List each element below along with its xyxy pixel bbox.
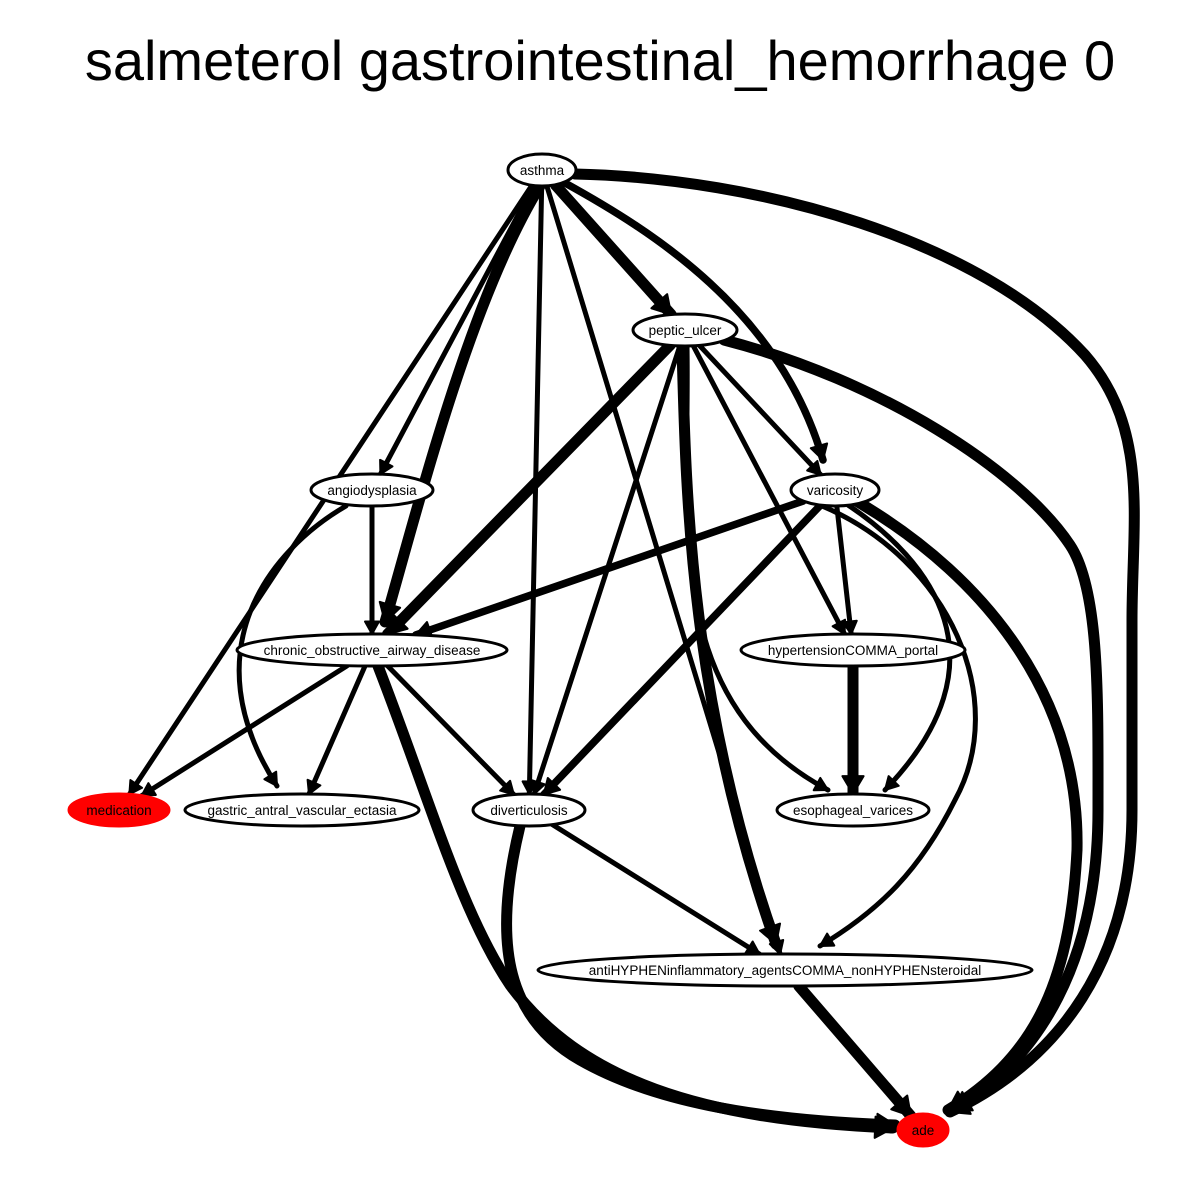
edge-peptic_ulcer-to-esoph	[684, 343, 831, 793]
edge-nsaid-to-ade	[793, 980, 917, 1122]
arrowhead-asthma-to-medication	[128, 779, 144, 796]
node-shape-ade	[896, 1112, 950, 1148]
arrowhead-varicosity-to-ade	[947, 1090, 970, 1111]
node-asthma: asthma	[506, 152, 578, 188]
edge-diverticulosis-to-ade	[501, 820, 901, 1131]
arrowhead-peptic_ulcer-to-esoph	[812, 776, 829, 792]
edge-asthma-to-copd	[379, 180, 546, 628]
node-shape-asthma	[506, 152, 578, 188]
edges-layer	[126, 168, 1140, 1139]
node-label-ade: ade	[912, 1123, 935, 1138]
arrowhead-diverticulosis-to-ade	[875, 1112, 896, 1136]
node-medication: medication	[67, 792, 171, 828]
arrowhead-copd-to-gave	[306, 778, 322, 796]
arrowhead-peptic_ulcer-to-nsaid	[759, 922, 782, 945]
edge-copd-to-medication	[139, 663, 350, 799]
node-shape-copd	[235, 632, 509, 668]
arrowhead-peptic_ulcer-to-portal	[831, 618, 847, 636]
node-esoph: esophageal_varices	[775, 792, 931, 828]
node-peptic_ulcer: peptic_ulcer	[631, 312, 739, 348]
edge-peptic_ulcer-to-portal	[690, 343, 848, 637]
node-gave: gastric_antral_vascular_ectasia	[183, 792, 421, 828]
edge-varicosity-to-diverticulosis	[540, 501, 825, 799]
node-portal: hypertensionCOMMA_portal	[739, 632, 967, 668]
node-label-angiodysplasia: angiodysplasia	[327, 483, 417, 498]
node-varicosity: varicosity	[789, 472, 881, 508]
arrowhead-peptic_ulcer-to-copd	[386, 612, 409, 636]
node-label-copd: chronic_obstructive_airway_disease	[264, 643, 481, 658]
edge-varicosity-to-esoph	[845, 502, 953, 793]
arrowhead-varicosity-to-diverticulosis	[542, 777, 562, 796]
node-label-esoph: esophageal_varices	[793, 803, 913, 818]
node-shape-nsaid	[536, 952, 1034, 988]
node-label-gave: gastric_antral_vascular_ectasia	[207, 803, 397, 818]
diagram-title: salmeterol gastrointestinal_hemorrhage 0	[84, 29, 1116, 92]
node-shape-portal	[739, 632, 967, 668]
edge-peptic_ulcer-to-ade	[718, 334, 1104, 1116]
arrowhead-angiodysplasia-to-gave	[263, 770, 278, 787]
node-shape-esoph	[775, 792, 931, 828]
arrowhead-portal-to-esoph	[841, 775, 865, 795]
node-shape-medication	[67, 792, 171, 828]
node-shape-peptic_ulcer	[631, 312, 739, 348]
node-label-asthma: asthma	[520, 163, 565, 178]
edge-peptic_ulcer-to-copd	[382, 339, 676, 640]
node-label-diverticulosis: diverticulosis	[490, 803, 568, 818]
node-shape-gave	[183, 792, 421, 828]
edge-asthma-to-peptic_ulcer	[549, 179, 677, 321]
edge-diverticulosis-to-nsaid	[549, 822, 763, 957]
node-diverticulosis: diverticulosis	[471, 792, 587, 828]
edge-varicosity-to-ade	[852, 496, 1083, 1116]
node-shape-angiodysplasia	[309, 472, 435, 508]
edge-asthma-to-ade	[569, 168, 1140, 1118]
arrowhead-angiodysplasia-to-copd	[364, 620, 380, 635]
edge-angiodysplasia-to-gave	[236, 503, 349, 789]
arrowhead-varicosity-to-portal	[841, 619, 858, 636]
node-ade: ade	[896, 1112, 950, 1148]
node-angiodysplasia: angiodysplasia	[309, 472, 435, 508]
arrowhead-copd-to-diverticulosis	[499, 779, 515, 796]
node-copd: chronic_obstructive_airway_disease	[235, 632, 509, 668]
node-label-peptic_ulcer: peptic_ulcer	[649, 323, 722, 338]
arrowhead-peptic_ulcer-to-varicosity	[806, 459, 822, 476]
edge-peptic_ulcer-to-varicosity	[696, 342, 824, 478]
edge-copd-to-gave	[306, 663, 368, 797]
arrowhead-varicosity-to-esoph	[884, 775, 900, 791]
arrowhead-copd-to-medication	[140, 782, 157, 797]
edge-varicosity-to-nsaid	[817, 503, 978, 949]
arrowhead-asthma-to-angiodysplasia	[379, 458, 394, 476]
node-shape-diverticulosis	[471, 792, 587, 828]
arrowhead-nsaid-to-ade	[890, 1094, 912, 1117]
arrowhead-asthma-to-varicosity	[809, 442, 829, 461]
node-shape-varicosity	[789, 472, 881, 508]
arrowhead-peptic_ulcer-to-diverticulosis	[530, 779, 546, 796]
nodes-layer: asthma peptic_ulcer angiodysplasia varicosi…	[67, 152, 1034, 1148]
arrowhead-varicosity-to-nsaid	[819, 932, 836, 947]
node-label-portal: hypertensionCOMMA_portal	[768, 643, 938, 658]
node-label-nsaid: antiHYPHENinflammatory_agentsCOMMA_nonHY…	[589, 963, 981, 978]
edge-varicosity-to-copd	[412, 497, 807, 639]
node-nsaid: antiHYPHENinflammatory_agentsCOMMA_nonHY…	[536, 952, 1034, 988]
arrowhead-asthma-to-peptic_ulcer	[650, 293, 673, 316]
edge-varicosity-to-portal	[834, 503, 854, 637]
node-label-medication: medication	[86, 803, 151, 818]
edge-copd-to-diverticulosis	[385, 663, 517, 798]
node-label-varicosity: varicosity	[807, 483, 864, 498]
edge-asthma-to-varicosity	[561, 179, 827, 464]
